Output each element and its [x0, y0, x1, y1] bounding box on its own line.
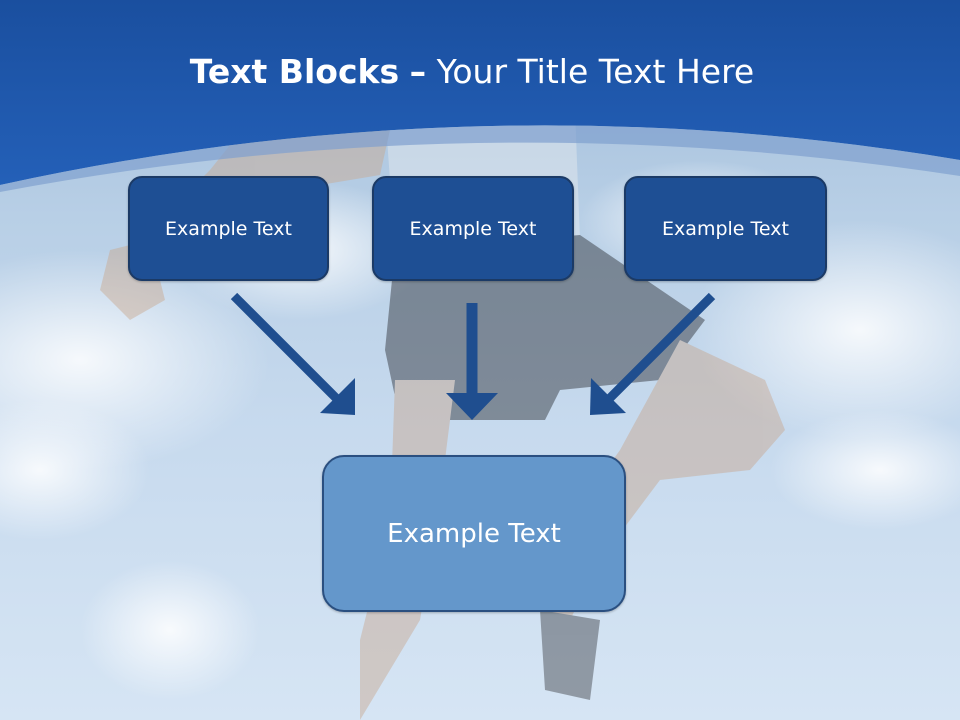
text-block-1-label: Example Text — [165, 217, 292, 240]
slide-title: Text Blocks – Your Title Text Here — [0, 52, 944, 91]
text-block-3[interactable]: Example Text — [624, 176, 827, 281]
title-separator: – — [409, 52, 427, 91]
text-block-1[interactable]: Example Text — [128, 176, 329, 281]
arrow-right — [590, 292, 716, 415]
arrow-left — [230, 292, 355, 415]
title-bold-part: Text Blocks — [189, 52, 400, 91]
text-block-2-label: Example Text — [409, 217, 537, 240]
arrow-center — [446, 303, 498, 420]
title-regular-part: Your Title Text Here — [436, 52, 755, 91]
header-arc — [0, 125, 960, 192]
target-text-block-label: Example Text — [387, 518, 561, 549]
text-block-3-label: Example Text — [662, 217, 789, 240]
target-text-block[interactable]: Example Text — [322, 455, 626, 612]
header-band — [0, 0, 960, 185]
text-block-2[interactable]: Example Text — [372, 176, 574, 281]
